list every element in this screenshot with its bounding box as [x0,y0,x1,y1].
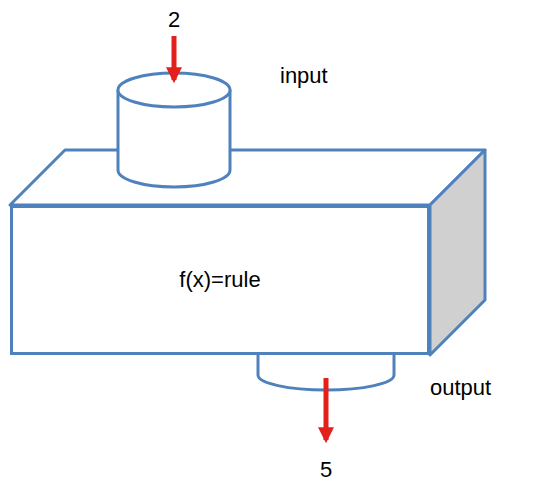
machine-top-face [10,150,485,205]
output-arrow [324,378,329,440]
rule-text: f(x)=rule [179,267,260,293]
machine-side-face [430,150,485,355]
output-label: output [430,376,491,400]
process-box: f(x)=rule [10,205,430,355]
input-value: 2 [168,8,180,32]
output-value: 5 [320,458,332,482]
input-arrow [172,36,177,80]
input-label: input [280,64,328,88]
